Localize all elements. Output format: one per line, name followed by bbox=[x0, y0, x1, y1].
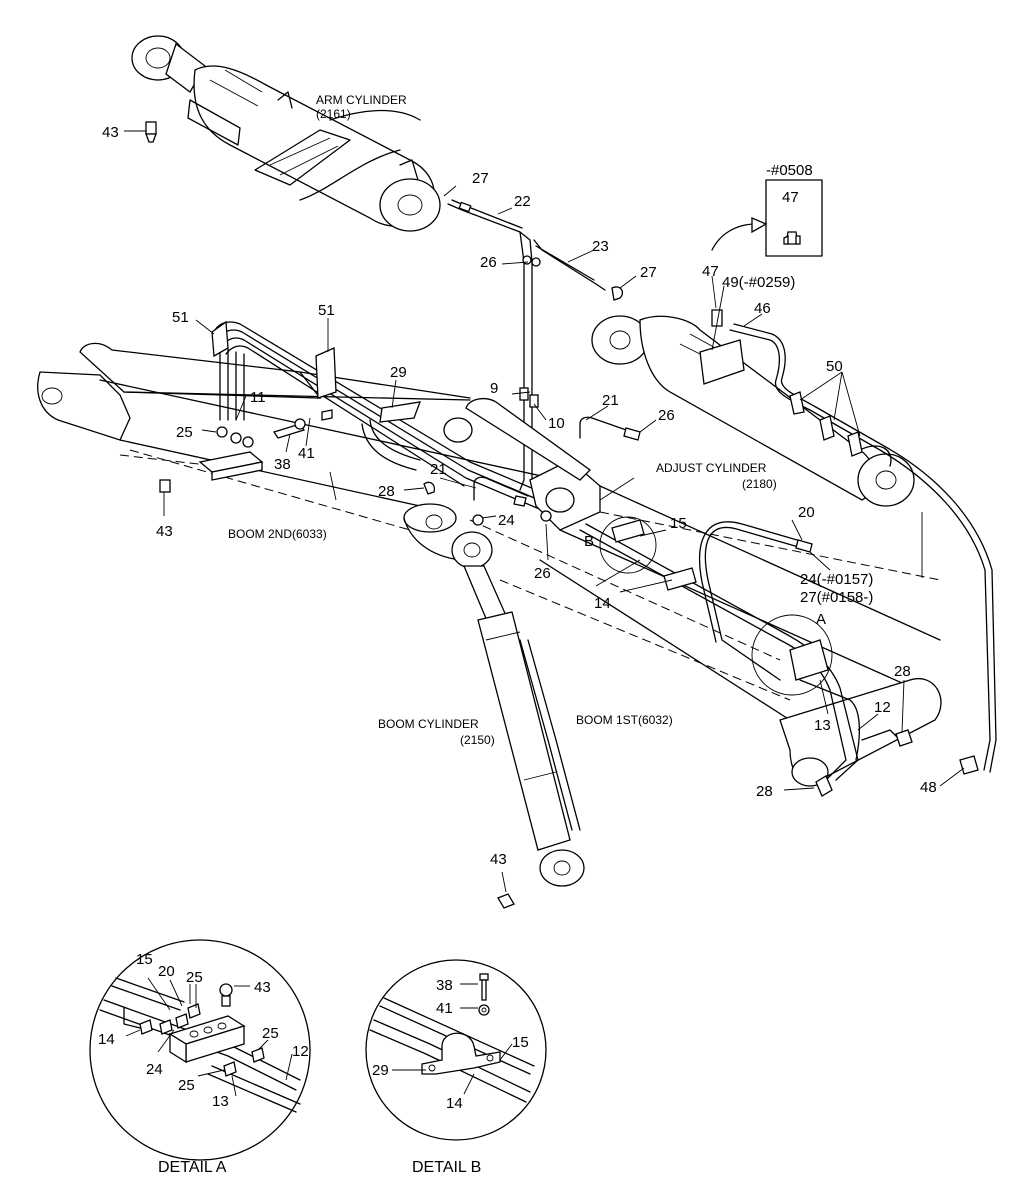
callout-51: 51 bbox=[318, 302, 335, 319]
callout-43: 43 bbox=[156, 523, 173, 540]
callout-24-serial: 24(-#0157) bbox=[800, 571, 873, 588]
callout-47: 47 bbox=[782, 189, 799, 206]
callout-15: 15 bbox=[670, 515, 687, 532]
callout-22: 22 bbox=[514, 193, 531, 210]
detail-a-callout-24: 24 bbox=[146, 1061, 163, 1078]
callout-27: 27 bbox=[472, 170, 489, 187]
adjust-cylinder-code: (2180) bbox=[742, 477, 777, 491]
view-b-label: B bbox=[584, 533, 594, 550]
callout-20: 20 bbox=[798, 504, 815, 521]
callout-21: 21 bbox=[430, 461, 447, 478]
callout-28: 28 bbox=[756, 783, 773, 800]
callout-46: 46 bbox=[754, 300, 771, 317]
serial-note-label: -#0508 bbox=[766, 162, 813, 179]
callout-48: 48 bbox=[920, 779, 937, 796]
callout-14: 14 bbox=[594, 595, 611, 612]
detail-b-callout-15: 15 bbox=[512, 1034, 529, 1051]
boom-1st-label: BOOM 1ST(6032) bbox=[576, 713, 673, 727]
callout-29: 29 bbox=[390, 364, 407, 381]
part-callouts: 43 27 22 23 26 27 47 47 49(-#0259) 46 50… bbox=[102, 124, 937, 868]
detail-b-callout-14: 14 bbox=[446, 1095, 463, 1112]
callout-11: 11 bbox=[250, 389, 266, 406]
component-labels: ARM CYLINDER (2161) ADJUST CYLINDER (218… bbox=[228, 93, 826, 747]
boom-cylinder-code: (2150) bbox=[460, 733, 495, 747]
callout-26: 26 bbox=[658, 407, 675, 424]
callout-27-serial: 27(#0158-) bbox=[800, 589, 873, 606]
detail-a-marker bbox=[751, 614, 833, 696]
callout-27: 27 bbox=[640, 264, 657, 281]
detail-b-callout-38: 38 bbox=[436, 977, 453, 994]
callout-51: 51 bbox=[172, 309, 189, 326]
detail-a-callout-12: 12 bbox=[292, 1043, 309, 1060]
boom-cylinder-label: BOOM CYLINDER bbox=[378, 717, 479, 731]
detail-b-callout-29: 29 bbox=[372, 1062, 389, 1079]
detail-b-title: DETAIL B bbox=[412, 1159, 481, 1176]
callout-23: 23 bbox=[592, 238, 609, 255]
arm-cylinder bbox=[131, 35, 441, 232]
detail-a-title: DETAIL A bbox=[158, 1159, 227, 1176]
callout-43: 43 bbox=[490, 851, 507, 868]
upper-hoses bbox=[447, 199, 624, 491]
callout-43: 43 bbox=[102, 124, 119, 141]
detail-a-callout-43: 43 bbox=[254, 979, 271, 996]
callout-26: 26 bbox=[480, 254, 497, 271]
callout-12: 12 bbox=[874, 699, 891, 716]
callout-28: 28 bbox=[378, 483, 395, 500]
detail-a-callout-25: 25 bbox=[186, 969, 203, 986]
detail-a-callouts: 15 20 25 43 14 25 12 24 25 13 DETAIL A bbox=[98, 951, 309, 1176]
adjust-cylinder-label: ADJUST CYLINDER bbox=[656, 461, 767, 475]
detail-a-callout-14: 14 bbox=[98, 1031, 115, 1048]
callout-28: 28 bbox=[894, 663, 911, 680]
detail-b-callouts: 38 41 15 29 14 DETAIL B bbox=[372, 977, 529, 1176]
callout-50: 50 bbox=[826, 358, 843, 375]
arm-cylinder-code: (2161) bbox=[316, 107, 351, 121]
callout-38: 38 bbox=[274, 456, 291, 473]
detail-a-callout-25: 25 bbox=[178, 1077, 195, 1094]
detail-b-callout-41: 41 bbox=[436, 1000, 453, 1017]
callout-47: 47 bbox=[702, 263, 719, 280]
boom-2nd-label: BOOM 2ND(6033) bbox=[228, 527, 327, 541]
boom-2nd bbox=[37, 342, 561, 531]
boom-cylinder bbox=[451, 531, 585, 909]
callout-26: 26 bbox=[534, 565, 551, 582]
detail-a-callout-20: 20 bbox=[158, 963, 175, 980]
boom-1st-pipes bbox=[579, 519, 913, 797]
callout-9: 9 bbox=[490, 380, 498, 397]
boom-pivot-bracket bbox=[403, 481, 461, 561]
clamp-block-left bbox=[159, 409, 333, 493]
callout-10: 10 bbox=[548, 415, 565, 432]
arm-cylinder-label: ARM CYLINDER bbox=[316, 93, 407, 107]
center-pipes bbox=[472, 416, 641, 526]
callout-13: 13 bbox=[814, 717, 831, 734]
detail-a bbox=[89, 939, 311, 1161]
detail-a-callout-13: 13 bbox=[212, 1093, 229, 1110]
detail-a-callout-15: 15 bbox=[136, 951, 153, 968]
detail-a-callout-25: 25 bbox=[262, 1025, 279, 1042]
boom-1st bbox=[443, 397, 942, 787]
grease-fitting-43-top bbox=[124, 121, 157, 143]
callout-25: 25 bbox=[176, 424, 193, 441]
callout-24: 24 bbox=[498, 512, 515, 529]
callout-21: 21 bbox=[602, 392, 619, 409]
serial-inset-box bbox=[711, 179, 823, 257]
leader-lines bbox=[163, 185, 965, 893]
detail-b bbox=[365, 959, 547, 1141]
adjust-hoses bbox=[711, 309, 997, 775]
callout-41: 41 bbox=[298, 445, 315, 462]
callout-49: 49(-#0259) bbox=[722, 274, 795, 291]
boom-2nd-pipes bbox=[211, 320, 561, 517]
detail-b-marker bbox=[599, 516, 657, 574]
view-a-label: A bbox=[816, 611, 826, 628]
